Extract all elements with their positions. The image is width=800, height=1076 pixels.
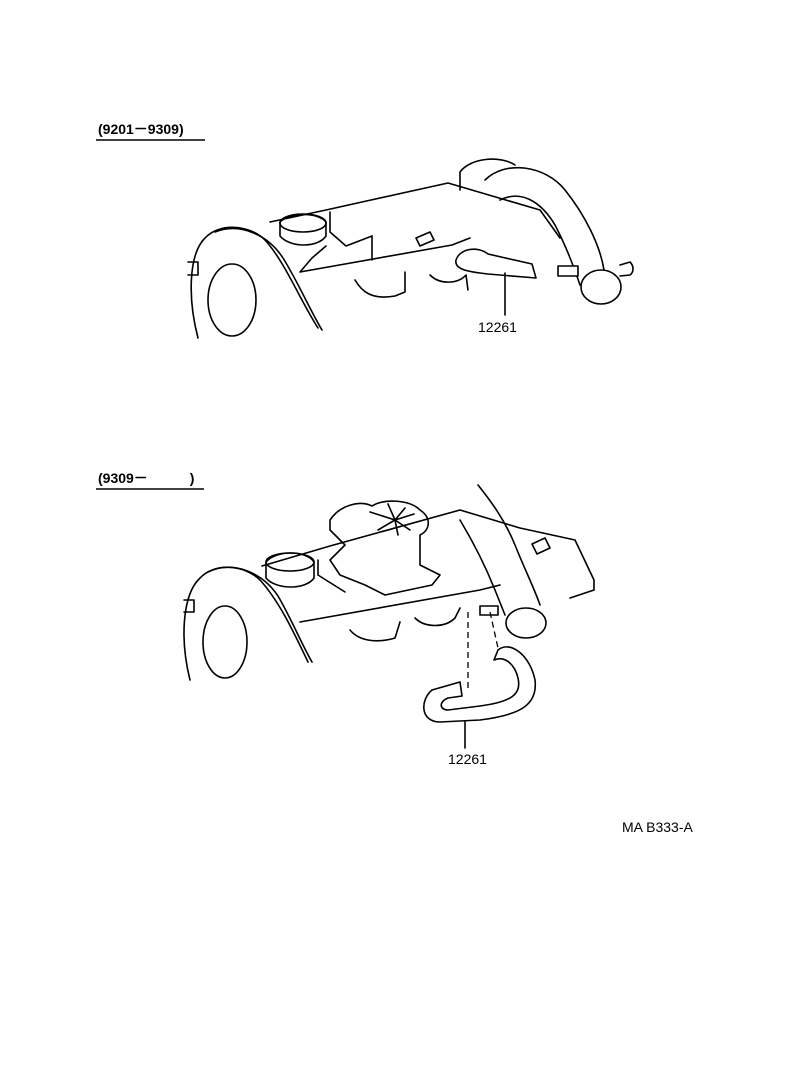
engine-illustration-1 (187, 158, 634, 339)
pulley-rim-1 (214, 227, 323, 331)
head-cover-rear-1 (459, 158, 516, 191)
head-cover-front-1 (299, 237, 471, 273)
oil-cap-top-1 (279, 213, 327, 233)
part-number-1: 12261 (478, 319, 517, 335)
pulley-tab-1 (187, 261, 199, 276)
intake-tab-1 (619, 261, 634, 277)
diagram-1: (9201－9309) (96, 121, 634, 339)
stud-1 (415, 231, 435, 247)
pulley-tab-2 (183, 599, 195, 613)
diagram-1-period-label: (9201－9309) (98, 121, 184, 137)
head-cover-step-1 (329, 211, 373, 247)
pulley-hub-1 (207, 263, 257, 337)
engine-illustration-2 (183, 484, 595, 749)
head-cover-flange-2 (429, 274, 469, 291)
diagram-2: (9309－ ) (96, 470, 595, 767)
ventilation-hose-2 (423, 646, 537, 723)
pulley-hub-2 (202, 605, 248, 679)
head-cover-flange-1 (354, 271, 406, 298)
intake-pipe-top-2 (477, 484, 541, 606)
head-cover-top-2 (261, 509, 595, 599)
pipe-nipple-1 (557, 265, 579, 277)
pulley-outer-1 (190, 226, 319, 339)
ventilation-hose-1 (455, 248, 537, 279)
head-cover-top-1 (269, 182, 561, 239)
stud-2 (531, 537, 551, 555)
air-cleaner-2 (329, 500, 441, 596)
figure-code: MA B333-A (622, 819, 693, 835)
intake-pipe-end-1 (580, 269, 622, 305)
part-number-2: 12261 (448, 751, 487, 767)
oil-cap-top-2 (265, 552, 315, 572)
pulley-rim-2 (207, 566, 313, 663)
diagram-2-period-label: (9309－ ) (98, 470, 194, 486)
pipe-nipple-2 (479, 605, 499, 616)
intake-pipe-top-1 (484, 166, 605, 271)
intake-pipe-end-2 (505, 607, 547, 639)
oil-cap-1 (279, 213, 327, 246)
intake-pipe-bottom-2 (459, 519, 506, 616)
head-cover-flange-3 (349, 621, 401, 642)
head-cover-edge-2 (317, 559, 346, 593)
head-cover-flange-4 (414, 607, 461, 627)
connection-dash-2b (489, 611, 499, 649)
